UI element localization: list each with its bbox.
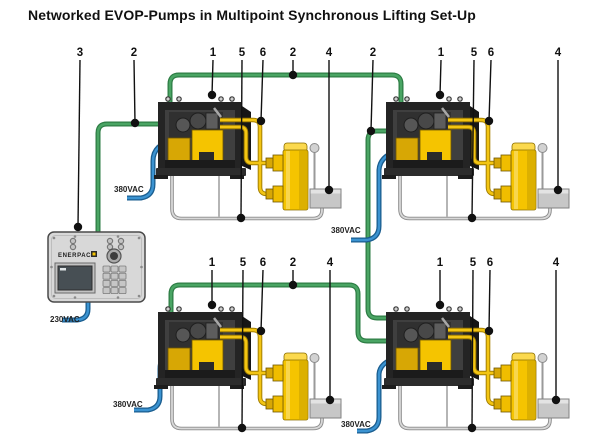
- callout-5: 5: [236, 47, 246, 223]
- connector-ports-icon: [69, 237, 125, 251]
- page-title: Networked EVOP-Pumps in Multipoint Synch…: [28, 7, 476, 23]
- callout-6: 6: [256, 257, 266, 336]
- callout-number: 6: [487, 257, 493, 269]
- callout-number: 2: [131, 47, 137, 59]
- callout-number: 1: [209, 257, 216, 269]
- emergency-stop-knob[interactable]: [106, 248, 122, 264]
- callout-1: 1: [207, 47, 217, 100]
- callout-3: 3: [73, 47, 83, 232]
- callout-6: 6: [484, 47, 494, 126]
- voltage-label: 380VAC: [331, 226, 361, 235]
- callout-4: 4: [553, 47, 563, 195]
- callout-4: 4: [324, 47, 334, 195]
- callout-number: 4: [555, 47, 562, 59]
- network-cable-controller-to-pump1: [95, 121, 174, 234]
- callout-5: 5: [237, 257, 247, 433]
- network-cable-pump1-to-pump2: [167, 72, 404, 134]
- callout-4: 4: [551, 257, 561, 405]
- callout-number: 5: [471, 47, 478, 59]
- pump-unit-top-left: [154, 97, 341, 219]
- callout-1: 1: [435, 47, 445, 100]
- callout-number: 4: [553, 257, 560, 269]
- callout-1: 1: [435, 257, 445, 310]
- callout-2: 2: [366, 47, 376, 136]
- callout-number: 2: [370, 47, 376, 59]
- callout-5: 5: [467, 257, 477, 433]
- voltage-label: 380VAC: [341, 420, 371, 429]
- network-cable-pump4-to-pump3: [168, 282, 398, 344]
- callout-number: 6: [260, 47, 266, 59]
- callout-2: 2: [131, 47, 140, 128]
- callout-number: 4: [327, 257, 334, 269]
- pump-unit-top-right: [382, 97, 569, 219]
- controller-display: [54, 262, 96, 294]
- voltage-label: 380VAC: [114, 185, 144, 194]
- callout-6: 6: [484, 257, 493, 336]
- callout-number: 2: [290, 47, 296, 59]
- power-cable-controller: [62, 302, 91, 323]
- controller-keypad[interactable]: [102, 265, 127, 295]
- brand-text: ENERPAC: [58, 253, 91, 259]
- callout-number: 5: [470, 257, 477, 269]
- pump-unit-bottom-right: [382, 307, 569, 429]
- voltage-label: 380VAC: [113, 400, 143, 409]
- callout-number: 1: [210, 47, 217, 59]
- callout-number: 3: [77, 47, 83, 59]
- callout-6: 6: [256, 47, 266, 126]
- callout-number: 6: [260, 257, 266, 269]
- callout-4: 4: [325, 257, 335, 405]
- callout-number: 2: [290, 257, 296, 269]
- brand-logo-icon: [91, 251, 97, 257]
- callout-number: 1: [438, 47, 445, 59]
- callout-5: 5: [467, 47, 478, 223]
- callout-number: 6: [488, 47, 494, 59]
- callout-number: 5: [239, 47, 246, 59]
- callout-number: 1: [437, 257, 444, 269]
- voltage-label: 230VAC: [50, 315, 80, 324]
- callout-2: 2: [288, 47, 298, 80]
- callout-number: 5: [240, 257, 247, 269]
- callout-1: 1: [207, 257, 217, 310]
- pump-unit-bottom-left: [154, 307, 341, 429]
- callout-2: 2: [288, 257, 298, 290]
- controller: ENERPAC: [47, 231, 146, 303]
- callout-number: 4: [326, 47, 333, 59]
